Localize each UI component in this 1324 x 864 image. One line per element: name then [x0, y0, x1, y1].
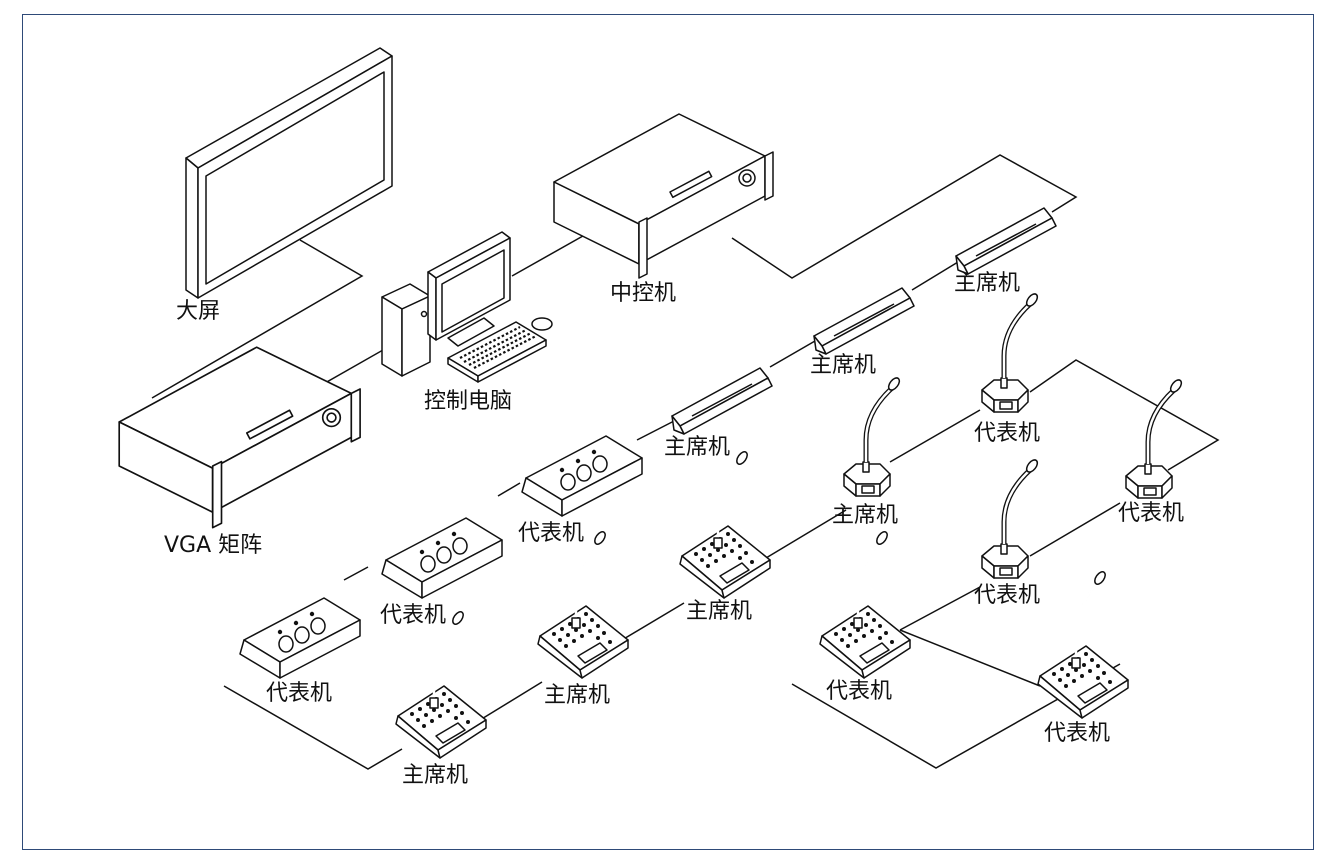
- chair-mic-panel-unit: [536, 528, 630, 680]
- chair-label: 主席机: [686, 599, 752, 624]
- delegate-label: 代表机: [974, 421, 1040, 446]
- chair-gooseneck-mic: [844, 376, 901, 496]
- delegate-label: 代表机: [826, 679, 892, 704]
- delegate-label: 代表机: [266, 681, 332, 706]
- diagram-frame: [22, 14, 1314, 850]
- control-pc-label: 控制电脑: [424, 389, 512, 414]
- chair-label: 主席机: [954, 271, 1020, 296]
- control-pc-icon: [381, 231, 553, 383]
- chair-label: 主席机: [544, 683, 610, 708]
- chair-label: 主席机: [402, 763, 468, 788]
- delegate-button-unit: [239, 597, 361, 679]
- delegate-label: 代表机: [518, 521, 584, 546]
- chair-mic-panel-unit: [394, 608, 488, 760]
- delegate-label: 代表机: [1044, 721, 1110, 746]
- delegate-label: 代表机: [974, 583, 1040, 608]
- central-control-icon: [553, 113, 774, 279]
- big-screen-icon: [185, 47, 393, 299]
- chair-mic-panel-unit: [678, 448, 772, 600]
- device-labels: 大屏 中控机 控制电脑 VGA 矩阵 主席机 主席机 主席机 主席机 主席机 主…: [164, 271, 1184, 788]
- chair-label: 主席机: [832, 503, 898, 528]
- vga-matrix-label: VGA 矩阵: [164, 533, 262, 558]
- delegate-mic-panel-unit: [818, 528, 912, 680]
- delegate-button-unit: [381, 517, 503, 599]
- chair-tablet-unit: [813, 287, 915, 355]
- delegate-gooseneck-mic: [982, 458, 1039, 578]
- delegate-gooseneck-mic: [1126, 378, 1183, 498]
- delegate-label: 代表机: [380, 603, 446, 628]
- chair-label: 主席机: [810, 353, 876, 378]
- chair-label: 主席机: [664, 435, 730, 460]
- central-control-label: 中控机: [610, 281, 676, 306]
- delegate-label: 代表机: [1118, 501, 1184, 526]
- chair-tablet-unit: [671, 367, 773, 435]
- chair-tablet-unit: [955, 207, 1057, 275]
- delegate-gooseneck-mic: [982, 292, 1039, 412]
- delegate-mic-panel-unit: [1036, 568, 1130, 720]
- delegate-button-unit: [521, 435, 643, 517]
- connection-lines: [151, 154, 1220, 770]
- vga-matrix-icon: [118, 346, 361, 529]
- big-screen-label: 大屏: [176, 299, 220, 324]
